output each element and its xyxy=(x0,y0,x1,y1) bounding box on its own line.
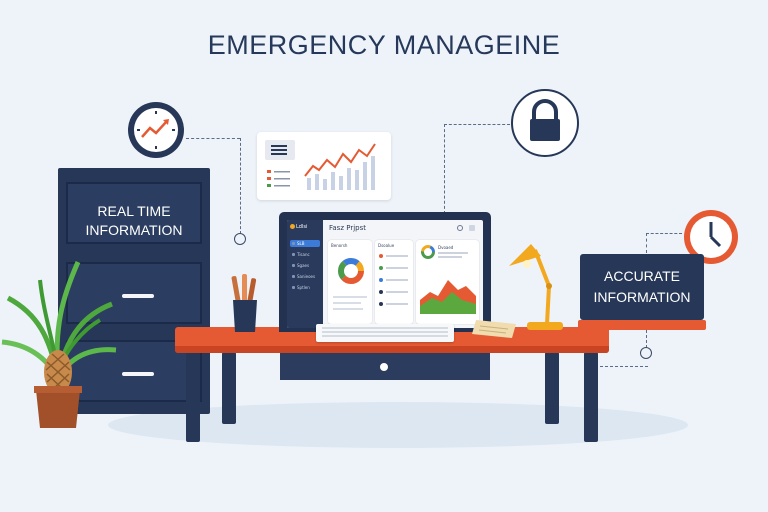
app-name: Ldlsi xyxy=(296,224,308,230)
real-time-label-line: INFORMATION xyxy=(85,222,183,238)
task-list-panel: Dsoalue xyxy=(375,240,413,324)
app-sidebar: Ldlsi SLB Tisanc Sgaes Sanieoes Sptlen xyxy=(287,220,323,328)
cabinet-drawer xyxy=(66,182,202,244)
drawer-handle xyxy=(122,294,154,298)
desk-drawer xyxy=(280,352,490,380)
desk-leg xyxy=(222,352,236,424)
sidebar-item-1[interactable]: SLB xyxy=(290,240,320,247)
accurate-information-board: ACCURATE INFORMATION xyxy=(580,254,704,320)
notepad-icon xyxy=(472,320,516,338)
donut-chart-icon xyxy=(338,258,364,284)
analytics-chart-graphic xyxy=(265,140,376,190)
accurate-label-line: INFORMATION xyxy=(593,289,691,305)
filing-cabinet: REAL TIME INFORMATION xyxy=(58,168,210,414)
list-item xyxy=(379,254,383,258)
area-chart-panel: Dvoaed xyxy=(416,240,479,324)
keyboard xyxy=(316,324,454,342)
donut-chart-icon xyxy=(421,245,435,259)
overview-panel: Benorsh xyxy=(328,240,372,324)
desk-leg xyxy=(584,352,598,442)
board-base xyxy=(578,320,706,330)
real-time-information-label: REAL TIME INFORMATION xyxy=(70,184,198,258)
list-item xyxy=(379,290,383,294)
sidebar-item-3[interactable]: Sgaes xyxy=(290,262,320,269)
panel-title: Dvoaed xyxy=(438,245,454,250)
cabinet-drawer xyxy=(66,262,202,324)
drawer-knob xyxy=(380,363,388,371)
list-item xyxy=(379,278,383,282)
clock-icon xyxy=(128,102,184,158)
drawer-handle xyxy=(122,372,154,376)
area-chart-graphic xyxy=(420,280,476,314)
connector-line xyxy=(646,330,647,348)
real-time-label-line: REAL TIME xyxy=(97,203,171,219)
pencil-cup-icon xyxy=(231,274,257,332)
panel-title: Dsoalue xyxy=(378,243,395,248)
sidebar-item-2[interactable]: Tisanc xyxy=(290,251,320,258)
search-icon[interactable] xyxy=(457,225,463,231)
padlock-icon xyxy=(511,89,579,157)
clock-icon xyxy=(684,210,738,264)
laptop: Ldlsi SLB Tisanc Sgaes Sanieoes Sptlen F… xyxy=(279,212,491,332)
analytics-chart-card xyxy=(257,132,391,200)
connector-node xyxy=(640,347,652,359)
connector-line xyxy=(646,233,682,234)
potted-plant-icon xyxy=(1,260,117,428)
desk-leg xyxy=(186,352,200,442)
list-item xyxy=(379,302,383,306)
list-item xyxy=(379,266,383,270)
accurate-label-line: ACCURATE xyxy=(604,268,680,284)
connector-line xyxy=(186,138,240,139)
close-icon[interactable] xyxy=(469,225,475,231)
connector-line xyxy=(646,233,647,253)
connector-line xyxy=(444,124,510,125)
project-title: Fasz Prjpst xyxy=(329,224,366,232)
connector-line xyxy=(600,366,648,367)
desk-lamp-icon xyxy=(509,244,563,330)
sidebar-item-4[interactable]: Sanieoes xyxy=(290,273,320,280)
app-logo-icon xyxy=(290,224,295,229)
connector-line xyxy=(444,124,445,214)
sidebar-item-5[interactable]: Sptlen xyxy=(290,284,320,291)
desk-leg xyxy=(545,352,559,424)
panel-title: Benorsh xyxy=(331,243,348,248)
page-title: EMERGENCY MANAGEINE xyxy=(207,30,561,60)
connector-node xyxy=(234,233,246,245)
laptop-screen: Ldlsi SLB Tisanc Sgaes Sanieoes Sptlen F… xyxy=(287,220,483,328)
connector-line xyxy=(240,138,241,234)
